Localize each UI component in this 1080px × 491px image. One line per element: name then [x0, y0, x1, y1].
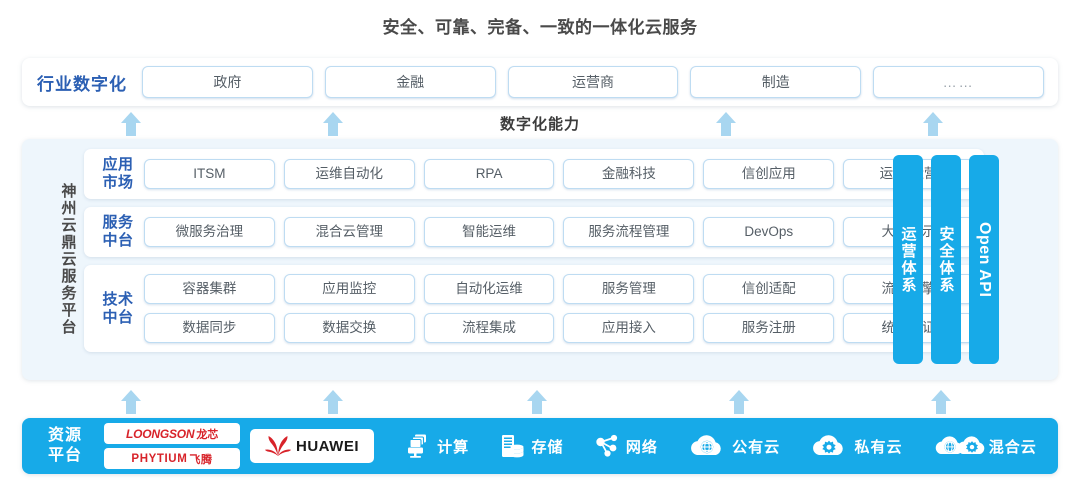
compute-icon	[405, 433, 431, 459]
capability-cell[interactable]: 智能运维	[423, 217, 555, 247]
up-arrow-icon	[726, 388, 752, 414]
capability-cell[interactable]: 应用监控	[283, 274, 415, 304]
industry-items: 政府 金融 运营商 制造 ……	[142, 66, 1058, 98]
industry-item-manufacturing[interactable]: 制造	[690, 66, 862, 98]
hybrid-cloud-icon	[933, 433, 989, 459]
pillar-security-system[interactable]: 安全体系	[931, 155, 961, 364]
resource-bar-label: 资源 平台	[47, 427, 82, 464]
capability-cell[interactable]: 数据同步	[144, 313, 275, 343]
capability-cell[interactable]: 金融科技	[563, 159, 695, 189]
pillar-open-api[interactable]: Open API	[969, 155, 999, 364]
row-label-tech-midend: 技术 中台	[102, 290, 134, 326]
resource-item-hybrid-cloud[interactable]: 混合云	[933, 433, 1037, 459]
up-arrow-icon	[320, 110, 346, 136]
resource-item-label: 网络	[625, 438, 658, 456]
resource-item-compute[interactable]: 计算	[405, 433, 469, 459]
up-arrow-icon	[118, 388, 144, 414]
industry-digitalization-row: 行业数字化 政府 金融 运营商 制造 ……	[22, 58, 1058, 106]
capability-cell[interactable]: ITSM	[144, 159, 275, 189]
industry-item-government[interactable]: 政府	[142, 66, 313, 98]
huawei-logo: HUAWEI	[250, 429, 374, 463]
up-arrow-icon	[713, 110, 739, 136]
resource-item-label: 公有云	[732, 438, 781, 456]
capability-cell[interactable]: 流程集成	[423, 313, 555, 343]
resource-item-private-cloud[interactable]: 私有云	[810, 433, 902, 459]
up-arrow-icon	[320, 388, 346, 414]
page-title: 安全、可靠、完备、一致的一体化云服务	[382, 18, 698, 37]
resource-item-label: 私有云	[854, 438, 903, 456]
row-label-app-market: 应用 市场	[102, 156, 134, 191]
up-arrow-icon	[920, 110, 946, 136]
resource-item-storage[interactable]: 存储	[499, 433, 563, 459]
resource-item-label: 存储	[531, 438, 564, 456]
public-cloud-icon	[688, 433, 726, 459]
resource-item-public-cloud[interactable]: 公有云	[688, 433, 780, 459]
capability-cell[interactable]: 运维自动化	[283, 159, 415, 189]
resource-item-network[interactable]: 网络	[594, 433, 658, 459]
huawei-flower-icon	[265, 435, 291, 457]
capability-cell[interactable]: RPA	[423, 159, 555, 189]
row-label-service-midend: 服务 中台	[102, 214, 134, 249]
industry-item-telecom[interactable]: 运营商	[507, 66, 679, 98]
platform-rows: 应用 市场 ITSM 运维自动化 RPA 金融科技 信创应用 运维/运营	[84, 149, 984, 360]
pillar-operations-system[interactable]: 运营体系	[893, 155, 923, 364]
platform-row-app-market: 应用 市场 ITSM 运维自动化 RPA 金融科技 信创应用 运维/运营	[84, 149, 984, 199]
storage-icon	[499, 433, 525, 459]
capability-cell[interactable]: 服务流程管理	[563, 217, 695, 247]
capability-cell[interactable]: 数据交换	[283, 313, 415, 343]
industry-item-finance[interactable]: 金融	[324, 66, 496, 98]
capability-cell[interactable]: DevOps	[703, 217, 835, 247]
capability-cell[interactable]: 自动化运维	[423, 274, 555, 304]
capability-cell[interactable]: 微服务治理	[144, 217, 275, 247]
up-arrow-icon	[524, 388, 550, 414]
capability-cell[interactable]: 混合云管理	[283, 217, 415, 247]
platform-vertical-label: 神州云鼎云服务平台	[59, 183, 77, 336]
resource-item-label: 混合云	[988, 438, 1037, 456]
resource-items: 计算	[374, 433, 1058, 459]
up-arrow-icon	[118, 110, 144, 136]
industry-item-more[interactable]: ……	[873, 66, 1044, 98]
private-cloud-icon	[810, 433, 848, 459]
capability-label: 数字化能力	[499, 116, 580, 133]
vertical-pillars: 运营体系 安全体系 Open API	[893, 155, 999, 364]
capability-cell[interactable]: 信创适配	[703, 274, 835, 304]
capability-cell[interactable]: 容器集群	[144, 274, 275, 304]
platform-row-tech-midend: 技术 中台 容器集群 应用监控 自动化运维 服务管理 信创适配 流程引擎 数据同…	[84, 265, 984, 352]
platform-row-service-midend: 服务 中台 微服务治理 混合云管理 智能运维 服务流程管理 DevOps 大屏展…	[84, 207, 984, 257]
resource-item-label: 计算	[437, 438, 470, 456]
capability-cell[interactable]: 服务注册	[703, 313, 835, 343]
capability-cell[interactable]: 服务管理	[563, 274, 695, 304]
industry-row-label: 行业数字化	[37, 74, 127, 94]
up-arrow-icon	[928, 388, 954, 414]
huawei-wordmark: HUAWEI	[296, 437, 359, 455]
capability-cell[interactable]: 应用接入	[563, 313, 695, 343]
network-icon	[594, 433, 620, 459]
capability-cell[interactable]: 信创应用	[703, 159, 835, 189]
